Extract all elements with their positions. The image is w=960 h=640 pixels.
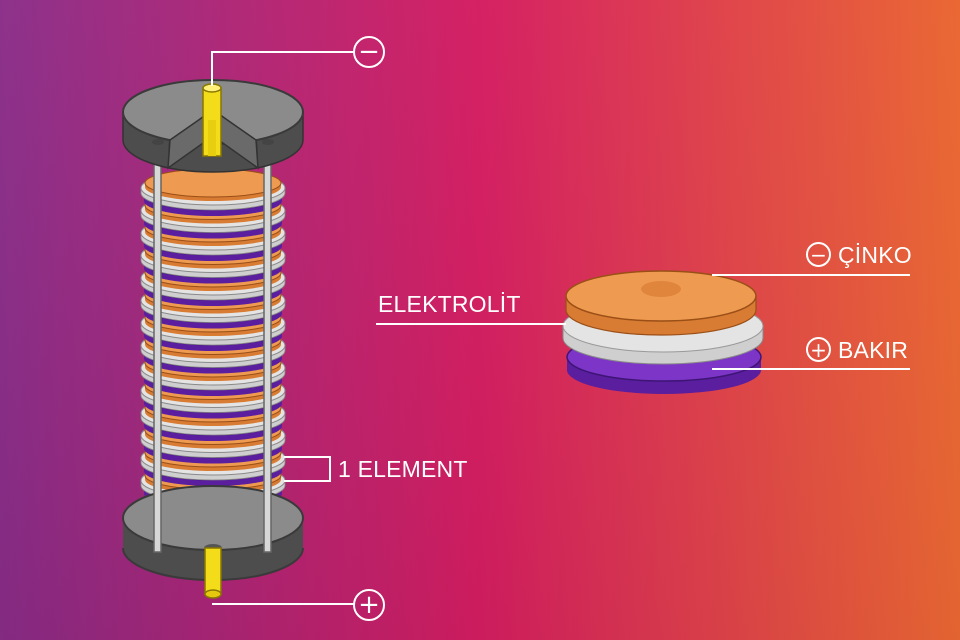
electrolyte-label: ELEKTROLİT <box>378 291 521 317</box>
minus-circle-icon: − <box>353 36 385 68</box>
copper-plus-icon: + <box>806 337 831 362</box>
zinc-label: ÇİNKO <box>838 242 912 268</box>
plus-circle-icon: + <box>353 589 385 621</box>
leader-lines <box>211 51 910 605</box>
top-terminal <box>202 83 222 157</box>
single-cell <box>562 270 764 394</box>
element-label: 1 ELEMENT <box>338 456 468 482</box>
leader-line-negative <box>211 51 354 86</box>
bottom-terminal <box>204 547 222 599</box>
zinc-minus-icon: − <box>806 242 831 267</box>
copper-label: BAKIR <box>838 337 909 363</box>
support-rod-left <box>153 159 162 553</box>
element-bracket <box>284 456 331 482</box>
pile-cell-1 <box>140 168 286 216</box>
support-rod-right <box>263 159 272 553</box>
